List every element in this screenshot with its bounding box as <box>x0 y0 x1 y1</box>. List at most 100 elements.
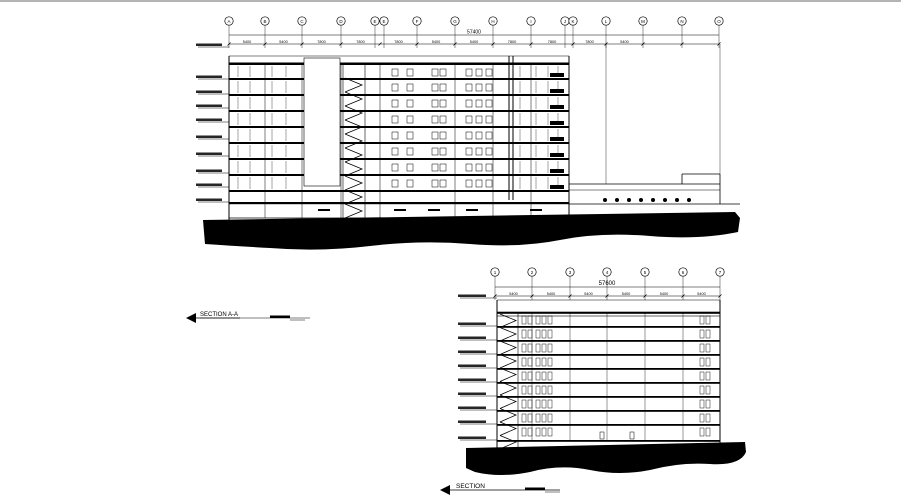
window <box>439 147 447 156</box>
window <box>475 131 483 140</box>
bay-dimension-label: 7800 <box>317 40 325 44</box>
window <box>431 147 439 156</box>
bay-dimension-label: 5400 <box>697 292 705 296</box>
window <box>391 115 399 124</box>
overall-dimension-label: 57400 <box>467 30 481 36</box>
floor-slab <box>229 110 569 112</box>
dimension-tick <box>718 294 722 298</box>
door-opening <box>521 315 527 325</box>
floor-slab <box>229 126 569 128</box>
door-opening <box>521 329 527 339</box>
window <box>465 179 473 188</box>
grid-bubble-label: E <box>382 19 385 24</box>
grid-bubble-label: 7 <box>719 270 722 275</box>
section-a-ground <box>203 212 740 250</box>
door-opening <box>535 371 541 381</box>
window <box>485 163 493 172</box>
level-label-mark <box>196 90 222 93</box>
window <box>391 179 399 188</box>
window <box>439 115 447 124</box>
door-opening <box>541 357 547 367</box>
lift-door <box>705 343 711 353</box>
door-opening <box>547 371 553 381</box>
lift-door <box>699 329 705 339</box>
door-opening <box>541 427 547 437</box>
balcony-rail <box>550 153 564 157</box>
level-label-mark <box>458 392 486 395</box>
level-label-mark <box>458 322 486 325</box>
window <box>406 99 414 108</box>
lift-door <box>699 371 705 381</box>
grid-bubble-label: 1 <box>494 270 497 275</box>
window <box>439 179 447 188</box>
balcony-rail <box>550 185 564 189</box>
window <box>465 131 473 140</box>
dimension-tick <box>643 294 647 298</box>
level-label-mark <box>196 135 222 138</box>
lift-door <box>699 315 705 325</box>
window <box>485 115 493 124</box>
floor-slab <box>229 78 569 80</box>
floor-slab <box>497 312 720 314</box>
window <box>465 163 473 172</box>
window <box>465 99 473 108</box>
vegetation-mark <box>639 198 643 202</box>
level-label-mark <box>196 169 222 172</box>
bay-dimension-label: 5400 <box>279 40 287 44</box>
window <box>475 83 483 92</box>
dimension-tick <box>339 42 343 46</box>
door-opening <box>547 329 553 339</box>
section-a-title-block: SECTION A-A <box>186 312 310 323</box>
bay-dimension-label: 7800 <box>394 40 402 44</box>
section-b-title: SECTION <box>456 483 485 490</box>
dimension-tick <box>529 42 533 46</box>
balcony-rail <box>550 89 564 93</box>
window <box>406 68 414 77</box>
grid-bubble-label: D <box>339 19 343 24</box>
grid-bubble-label: E <box>373 19 376 24</box>
dimension-tick <box>681 294 685 298</box>
grid-bubble-label: 5 <box>644 270 647 275</box>
window <box>485 179 493 188</box>
door-opening <box>527 371 533 381</box>
grid-bubble-label: M <box>641 19 645 24</box>
window <box>485 83 493 92</box>
grid-bubble-label: H <box>491 19 494 24</box>
floor-slab <box>497 440 720 442</box>
door-opening <box>521 371 527 381</box>
window <box>391 131 399 140</box>
window <box>391 147 399 156</box>
vegetation-mark <box>675 198 679 202</box>
window <box>439 83 447 92</box>
level-label-mark <box>196 118 222 121</box>
overall-dimension-label: 57600 <box>599 281 616 287</box>
dimension-tick <box>717 42 721 46</box>
basement-fixture <box>530 209 542 211</box>
bay-dimension-label: 5400 <box>470 40 478 44</box>
door-opening <box>527 357 533 367</box>
window <box>475 115 483 124</box>
floor-slab <box>497 326 720 328</box>
window <box>391 163 399 172</box>
basement-fixture <box>394 209 406 211</box>
door-opening <box>547 315 553 325</box>
dimension-tick <box>568 294 572 298</box>
window <box>431 115 439 124</box>
grid-bubble-label: B <box>263 19 266 24</box>
floor-slab <box>229 158 569 160</box>
lift-door <box>699 385 705 395</box>
window <box>475 147 483 156</box>
floor-slab <box>497 340 720 342</box>
window <box>475 99 483 108</box>
window <box>391 68 399 77</box>
balcony-rail <box>550 137 564 141</box>
level-label-mark <box>458 436 486 439</box>
window <box>406 83 414 92</box>
door-opening <box>521 385 527 395</box>
dimension-tick <box>493 294 497 298</box>
section-b-title-block: SECTION <box>440 483 560 495</box>
window <box>439 68 447 77</box>
floor-slab <box>229 190 569 192</box>
